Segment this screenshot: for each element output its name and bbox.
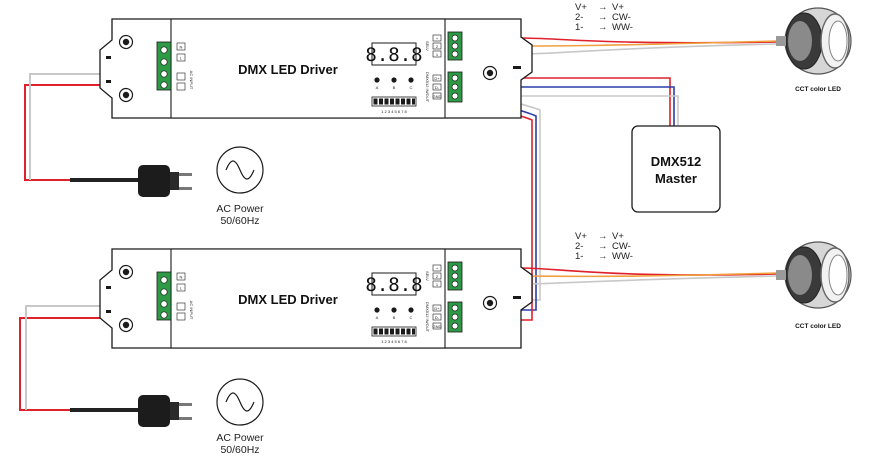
wire-map-to: WW- bbox=[612, 22, 633, 33]
wire-map-from: 2- bbox=[575, 241, 583, 252]
ac-input-label: AC INPUT bbox=[189, 71, 194, 90]
plug-icon bbox=[138, 395, 192, 427]
master-line1: DMX512 bbox=[651, 154, 702, 169]
button-label-b: B bbox=[393, 85, 396, 90]
led-caption: CCT color LED bbox=[795, 86, 841, 93]
dmx-io-label: DMX512 IN/OUT bbox=[425, 302, 430, 333]
output-pin-1: 1 bbox=[436, 52, 439, 57]
driver-unit-2: DMX LED Driver 8.8.8 A B C 1 2 3 4 5 6 7… bbox=[99, 248, 533, 349]
sine-wave-icon bbox=[216, 378, 264, 426]
dmx-pin-dminus: D- bbox=[435, 85, 440, 90]
wire-map-from: V+ bbox=[575, 231, 587, 242]
wire-map-to: V+ bbox=[612, 231, 624, 242]
dmx-pin-gnd: GND bbox=[433, 94, 442, 99]
output-pin-plus: + bbox=[436, 266, 439, 271]
selv-label: SELV bbox=[425, 271, 430, 281]
dmx-pin-gnd: GND bbox=[433, 324, 442, 329]
input-pin-l: L bbox=[180, 286, 183, 291]
led-lamp-icon bbox=[775, 241, 852, 309]
wire-map-1: V+ → V+ 2- → CW- 1- → WW- bbox=[575, 2, 633, 33]
wire-map-from: 2- bbox=[575, 12, 583, 23]
input-pin-n: N bbox=[180, 275, 183, 280]
dmx-pin-dminus: D- bbox=[435, 315, 440, 320]
dip-switch-numbers: 1 2 3 4 5 6 7 8 bbox=[381, 109, 407, 114]
sine-wave-icon bbox=[216, 146, 264, 194]
cct-led-2: CCT color LED bbox=[775, 241, 852, 330]
dmx-pin-dplus: D+ bbox=[434, 76, 440, 81]
wire-map-2: V+ → V+ 2- → CW- 1- → WW- bbox=[575, 231, 633, 262]
ac-power-frequency: 50/60Hz bbox=[220, 444, 259, 456]
dmx-pin-dplus: D+ bbox=[434, 306, 440, 311]
ac-power-2: AC Power 50/60Hz bbox=[216, 378, 264, 456]
driver-unit-1: DMX LED Driver 8.8.8 A B C 1 2 3 4 5 6 7… bbox=[99, 18, 533, 119]
led-caption: CCT color LED bbox=[795, 323, 841, 330]
led-lamp-icon bbox=[775, 7, 852, 75]
arrow-icon: → bbox=[598, 12, 608, 23]
button-label-b: B bbox=[393, 315, 396, 320]
driver-title: DMX LED Driver bbox=[238, 292, 338, 307]
wire-map-from: 1- bbox=[575, 251, 583, 262]
seven-segment-display: 8.8.8 bbox=[365, 44, 422, 66]
plug-icon bbox=[138, 165, 192, 197]
output-pin-1: 1 bbox=[436, 282, 439, 287]
arrow-icon: → bbox=[598, 22, 608, 33]
dmx-io-label: DMX512 IN/OUT bbox=[425, 72, 430, 103]
ac-power-label: AC Power bbox=[216, 203, 264, 215]
wire-map-to: V+ bbox=[612, 2, 624, 13]
arrow-icon: → bbox=[598, 231, 608, 242]
button-label-c: C bbox=[410, 85, 413, 90]
dip-switch-numbers: 1 2 3 4 5 6 7 8 bbox=[381, 339, 407, 344]
seven-segment-display: 8.8.8 bbox=[365, 274, 422, 296]
ac-power-label: AC Power bbox=[216, 432, 264, 444]
output-pin-2: 2 bbox=[436, 274, 439, 279]
wire-map-to: CW- bbox=[612, 12, 631, 23]
dmx512-master: DMX512 Master bbox=[631, 125, 721, 213]
input-pin-l: L bbox=[180, 56, 183, 61]
mains-plug-2 bbox=[138, 395, 192, 427]
driver-title: DMX LED Driver bbox=[238, 62, 338, 77]
wire-map-from: 1- bbox=[575, 22, 583, 33]
ac-input-label: AC INPUT bbox=[189, 301, 194, 320]
ac-power-1: AC Power 50/60Hz bbox=[216, 146, 264, 227]
wire-map-to: WW- bbox=[612, 251, 633, 262]
mains-plug-1 bbox=[138, 165, 192, 197]
button-label-c: C bbox=[410, 315, 413, 320]
arrow-icon: → bbox=[598, 241, 608, 252]
output-pin-plus: + bbox=[436, 36, 439, 41]
button-label-a: A bbox=[376, 85, 379, 90]
wire-map-from: V+ bbox=[575, 2, 587, 13]
selv-label: SELV bbox=[425, 41, 430, 51]
input-pin-n: N bbox=[180, 45, 183, 50]
master-line2: Master bbox=[655, 171, 697, 186]
button-label-a: A bbox=[376, 315, 379, 320]
wire-map-to: CW- bbox=[612, 241, 631, 252]
output-pin-2: 2 bbox=[436, 44, 439, 49]
ac-power-frequency: 50/60Hz bbox=[220, 215, 259, 227]
arrow-icon: → bbox=[598, 2, 608, 13]
cct-led-1: CCT color LED bbox=[775, 7, 852, 93]
arrow-icon: → bbox=[598, 251, 608, 262]
